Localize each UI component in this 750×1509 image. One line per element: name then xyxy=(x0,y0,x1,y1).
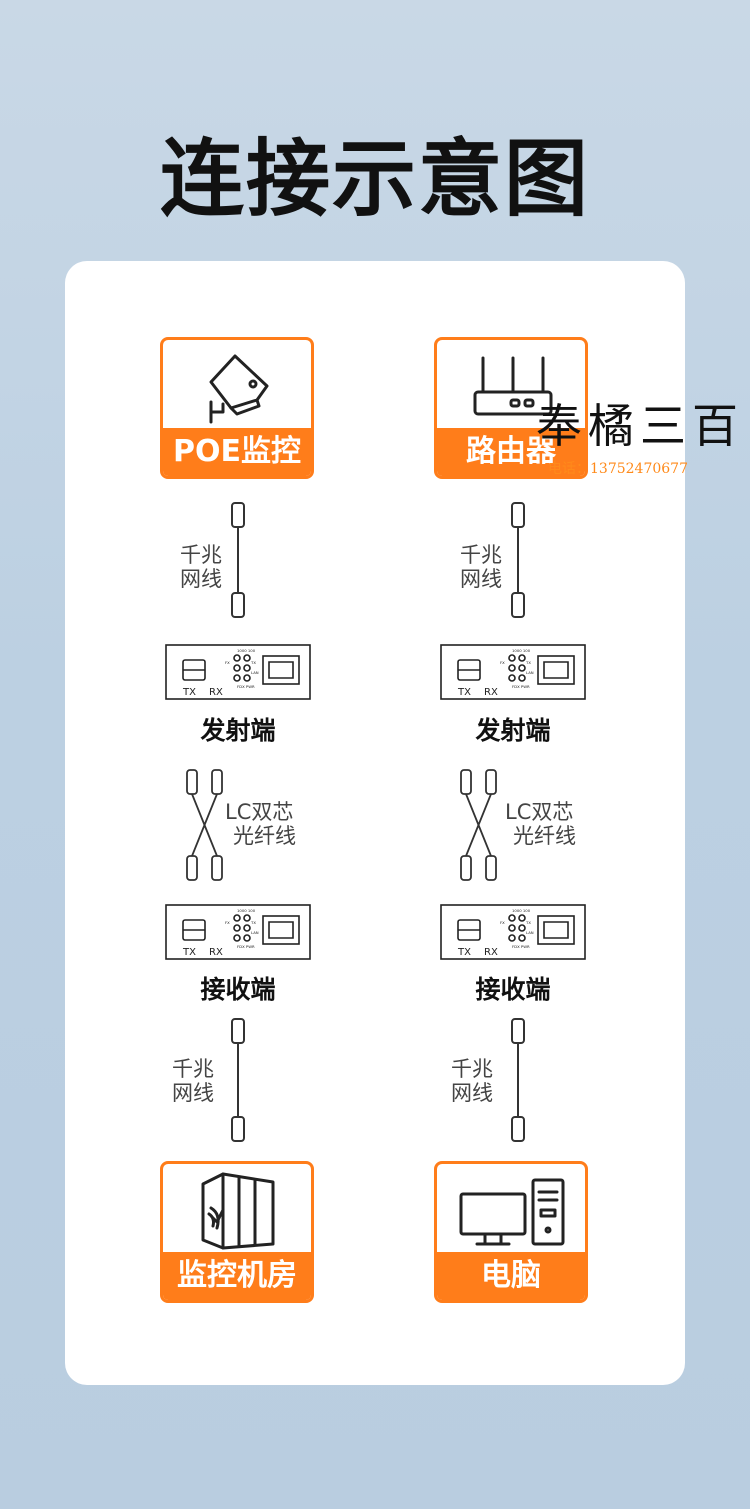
port-rx-label: RX xyxy=(484,687,498,698)
svg-text:FX: FX xyxy=(500,920,505,925)
transmitter-right-device: 1000 100 FX TX LAN FDX PWR TX RX xyxy=(440,644,586,700)
svg-text:LAN: LAN xyxy=(526,930,534,935)
ethernet-label-right-bottom: 千兆 网线 xyxy=(451,1057,493,1105)
receiver-left-device: 1000 100 FX TX LAN FDX PWR TX RX xyxy=(165,904,311,960)
port-tx-label: TX xyxy=(457,947,471,958)
receiver-right-device: 1000 100 FX TX LAN FDX PWR TX RX xyxy=(440,904,586,960)
watermark-logo: 奉橘三百 xyxy=(536,399,744,453)
ethernet-cable-left-top xyxy=(231,502,245,618)
server-rack-icon xyxy=(201,1172,275,1250)
svg-text:TX: TX xyxy=(250,920,256,925)
svg-text:FDX PWR: FDX PWR xyxy=(512,944,530,949)
computer-box: 电脑 xyxy=(434,1161,588,1303)
server-room-label: 监控机房 xyxy=(163,1252,311,1300)
camera-icon xyxy=(209,354,269,424)
port-tx-label: TX xyxy=(182,687,196,698)
diagram-card: POE监控 路由器 千兆 网线 xyxy=(65,261,685,1385)
computer-label: 电脑 xyxy=(437,1252,585,1300)
svg-text:1000 100: 1000 100 xyxy=(512,908,531,913)
svg-text:FDX PWR: FDX PWR xyxy=(512,684,530,689)
transmitter-right-label: 发射端 xyxy=(475,716,551,745)
svg-text:FDX PWR: FDX PWR xyxy=(237,944,255,949)
ethernet-label-left-top: 千兆 网线 xyxy=(180,543,222,591)
ethernet-label-left-bottom: 千兆 网线 xyxy=(172,1057,214,1105)
fiber-cable-right xyxy=(460,769,497,881)
fiber-cable-left xyxy=(186,769,223,881)
router-icon xyxy=(473,356,553,416)
poe-camera-box: POE监控 xyxy=(160,337,314,479)
receiver-left-label: 接收端 xyxy=(200,975,276,1004)
svg-text:1000 100: 1000 100 xyxy=(237,648,256,653)
svg-text:1000 100: 1000 100 xyxy=(237,908,256,913)
ethernet-cable-left-bottom xyxy=(231,1018,245,1142)
desktop-computer-icon xyxy=(459,1178,565,1246)
router-label: 路由器 xyxy=(437,428,585,476)
svg-text:FX: FX xyxy=(225,660,230,665)
port-tx-label: TX xyxy=(457,687,471,698)
svg-text:TX: TX xyxy=(525,920,531,925)
svg-text:LAN: LAN xyxy=(526,670,534,675)
port-rx-label: RX xyxy=(209,947,223,958)
transmitter-left-label: 发射端 xyxy=(200,716,276,745)
poe-camera-label: POE监控 xyxy=(163,428,311,476)
svg-text:LAN: LAN xyxy=(251,670,259,675)
ethernet-cable-right-top xyxy=(511,502,525,618)
svg-text:FDX PWR: FDX PWR xyxy=(237,684,255,689)
svg-text:1000 100: 1000 100 xyxy=(512,648,531,653)
watermark-phone: 电话：13752470677 xyxy=(548,461,688,477)
receiver-right-label: 接收端 xyxy=(475,975,551,1004)
ethernet-cable-right-bottom xyxy=(511,1018,525,1142)
svg-text:TX: TX xyxy=(250,660,256,665)
port-tx-label: TX xyxy=(182,947,196,958)
svg-text:FX: FX xyxy=(500,660,505,665)
port-rx-label: RX xyxy=(209,687,223,698)
svg-text:TX: TX xyxy=(525,660,531,665)
port-rx-label: RX xyxy=(484,947,498,958)
page-title: 连接示意图 xyxy=(159,130,590,228)
transmitter-left-device: 1000 100 FX TX LAN FDX PWR TX RX xyxy=(165,644,311,700)
svg-text:FX: FX xyxy=(225,920,230,925)
ethernet-label-right-top: 千兆 网线 xyxy=(460,543,502,591)
svg-text:LAN: LAN xyxy=(251,930,259,935)
router-box: 路由器 xyxy=(434,337,588,479)
fiber-label-right: LC双芯 光纤线 xyxy=(505,800,576,848)
fiber-label-left: LC双芯 光纤线 xyxy=(225,800,296,848)
server-room-box: 监控机房 xyxy=(160,1161,314,1303)
